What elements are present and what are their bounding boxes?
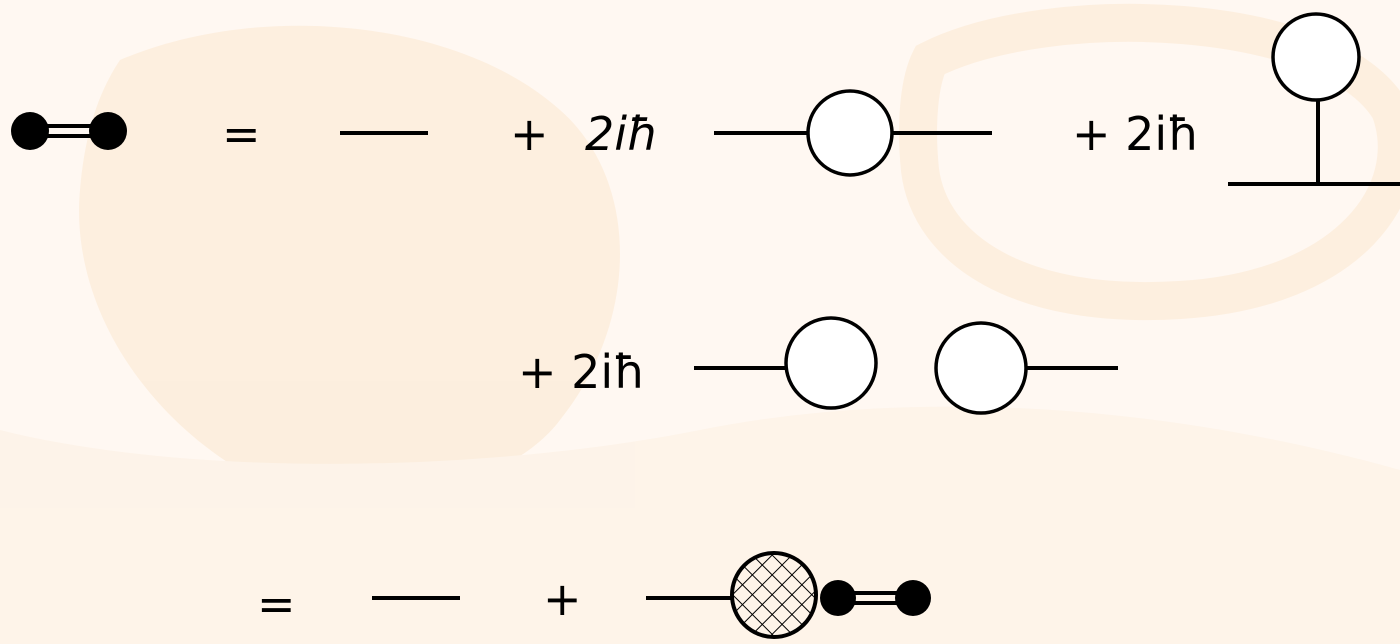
tadpole-diagram — [1228, 12, 1400, 186]
self-energy-blob — [730, 551, 818, 639]
dressed-propagator — [11, 112, 127, 150]
coefficient-2ih-1: 2iħ — [585, 107, 659, 161]
dyson-series-diagram — [646, 551, 931, 639]
dressed-propagator-2 — [820, 580, 931, 616]
plus-coefficient-2ih-3: + 2iħ — [518, 345, 645, 399]
plus-sign-2: + — [543, 572, 582, 626]
equation-row-2: + 2iħ — [518, 316, 1118, 415]
equation-row-1: = + 2iħ + 2iħ — [11, 12, 1400, 186]
self-energy-bubble-diagram — [714, 89, 992, 177]
equals-sign-2: = — [257, 577, 296, 631]
plus-coefficient-2ih-2: + 2iħ — [1072, 107, 1199, 161]
plus-sign-1: + — [510, 107, 549, 161]
equals-sign-1: = — [222, 107, 261, 161]
equation-row-3: = + — [257, 551, 931, 639]
lion-logo-watermark — [0, 3, 1400, 644]
disconnected-bubbles-diagram — [694, 316, 1118, 415]
